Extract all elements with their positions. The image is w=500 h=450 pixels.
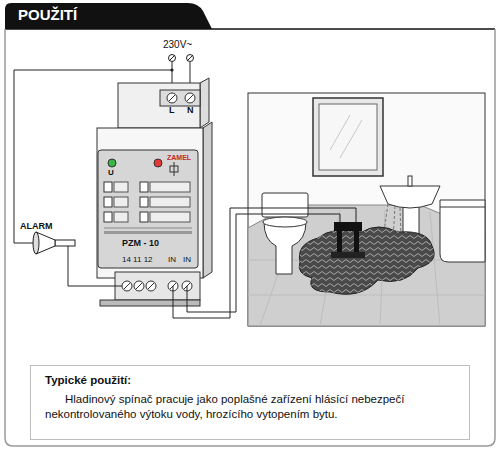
led-label: U: [108, 169, 114, 177]
device-label: ALARM: [20, 222, 53, 231]
panel-icon: [104, 212, 112, 222]
module-side: [203, 122, 212, 278]
terminal-block: [115, 272, 200, 300]
terminal-slash: [169, 55, 175, 61]
panel-icon: [150, 212, 190, 222]
terminal-screw: [185, 93, 195, 103]
toilet-seat: [263, 217, 307, 227]
panel-icon: [104, 182, 112, 192]
supply-terminal: [187, 55, 194, 62]
terminal-label: N: [187, 106, 194, 115]
sensor-wire: [173, 208, 356, 318]
terminal-slash: [187, 55, 193, 61]
panel-icon: [104, 197, 112, 207]
note-box: Typické použití: Hladinový spínač pracuje…: [30, 365, 470, 440]
mirror-glass: [319, 104, 377, 170]
relay-led: [154, 159, 162, 167]
panel-icon: [114, 212, 128, 222]
bathtub: [440, 200, 485, 262]
panel-icon: [114, 197, 128, 207]
panel-icon: [150, 182, 190, 192]
relay-symbol: [174, 162, 175, 176]
panel-icon: [150, 197, 190, 207]
screw-slot: [169, 95, 175, 101]
alarm-horn: ALARM: [18, 222, 88, 255]
supply-voltage: 230V~: [163, 40, 192, 50]
water-puddle: [299, 227, 434, 294]
horn-flare: [34, 232, 56, 254]
wire-junction: [170, 68, 173, 71]
wire-connector: [68, 255, 95, 286]
power-led: [108, 159, 116, 167]
header-tab: [5, 3, 212, 29]
header-rule: [5, 28, 495, 30]
panel-fine-print: [104, 231, 192, 234]
module-body: [97, 128, 203, 278]
terminal-label: L: [169, 106, 175, 115]
terminal-numbers: 14 11 12: [122, 256, 153, 264]
din-clip: [100, 300, 200, 306]
horn-tube: [55, 240, 75, 246]
terminal-label: IN: [168, 256, 176, 264]
panel-divider: [104, 228, 192, 229]
sensor-base: [331, 252, 365, 258]
module-side: [200, 78, 209, 128]
mirror-reflection: [330, 115, 362, 158]
note-text: Hladinový spínač pracuje jako poplašné z…: [45, 392, 455, 422]
terminal-label: IN: [183, 256, 191, 264]
note-heading: Typické použití:: [45, 373, 455, 387]
panel-icon: [114, 182, 128, 192]
tap: [408, 176, 412, 186]
supply-terminal: [169, 55, 176, 62]
frame: [5, 29, 495, 446]
screw-slot: [187, 95, 193, 101]
sensor-leg: [354, 231, 359, 255]
sensor-wire: [187, 214, 340, 312]
level-switch-module: L N ZAMEL U PZM - 10 14 11 12 IN IN: [95, 78, 210, 308]
terminal-screw: [167, 93, 177, 103]
panel-icon: [140, 212, 148, 222]
alarm-wire: [68, 246, 69, 255]
alarm-wire: [95, 286, 122, 287]
sink-basin: [380, 186, 440, 208]
panel-icon: [140, 182, 148, 192]
toilet-tank: [262, 193, 308, 217]
sensor-leg: [337, 231, 342, 255]
mirror-frame: [313, 98, 383, 176]
section-title: POUŽITÍ: [18, 7, 77, 22]
model-name: PZM - 10: [122, 239, 159, 248]
terminal-block: [160, 90, 200, 106]
front-panel: [98, 150, 198, 268]
horn-mouth: [33, 232, 39, 254]
sensor-cap: [334, 222, 362, 231]
bathtub-rim: [440, 207, 485, 208]
water-ripples: [299, 227, 434, 294]
panel-icon: [140, 197, 148, 207]
room: [248, 93, 485, 326]
screw-slot: [124, 283, 190, 289]
brand-name: ZAMEL: [167, 154, 191, 161]
module-top-housing: [118, 83, 200, 128]
